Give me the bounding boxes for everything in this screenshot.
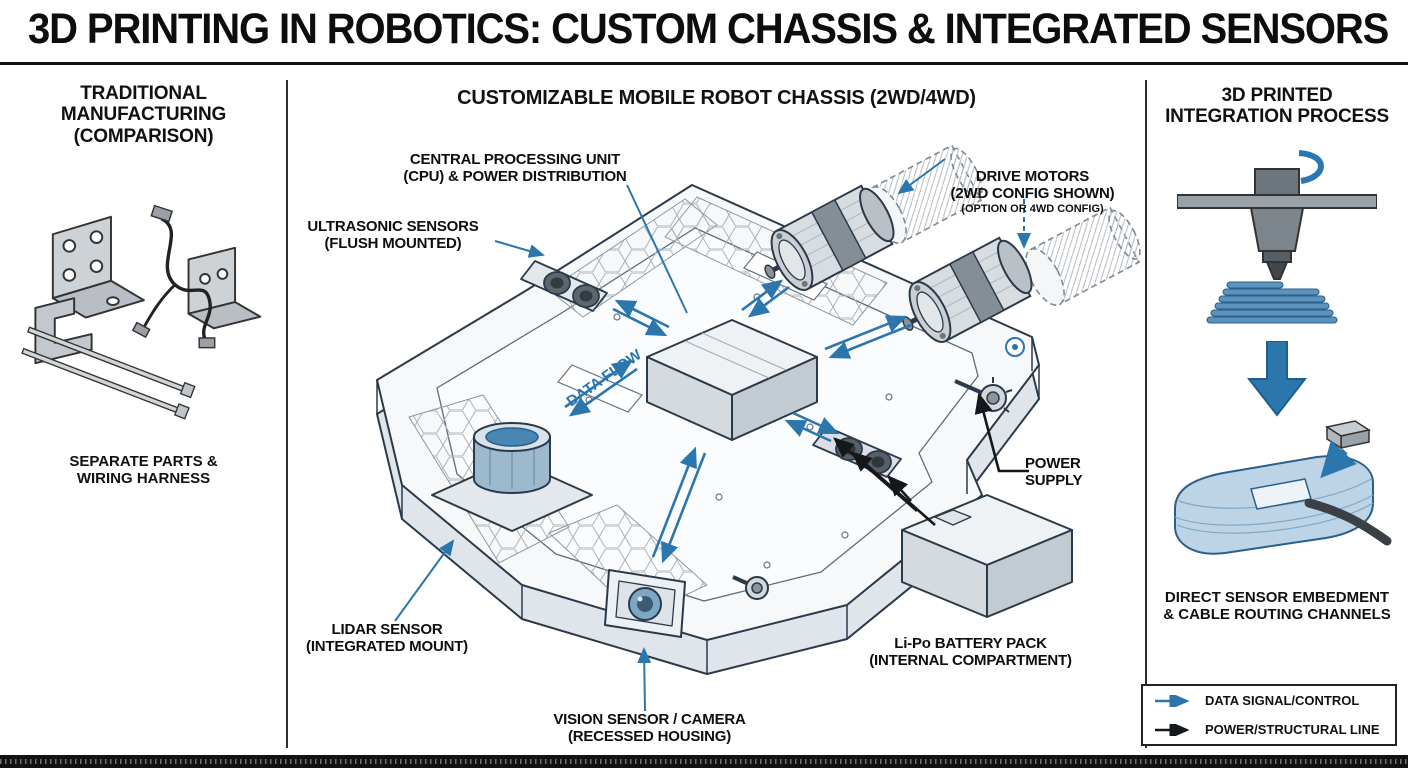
data-signal-arrow-icon <box>1155 694 1190 707</box>
metal-bracket-small <box>187 246 262 330</box>
power-arrows <box>833 392 1029 526</box>
cpu-module <box>646 319 818 441</box>
traditional-parts-illustration <box>21 204 262 420</box>
chassis-illustration: DATA FLOW <box>376 139 1146 712</box>
left-panel-heading: TRADITIONAL MANUFACTURING (COMPARISON) <box>60 83 227 147</box>
printed-part <box>1174 455 1374 555</box>
legend-box: DATA SIGNAL/CONTROL POWER/STRUCTURAL LIN… <box>1141 684 1397 746</box>
robot-chassis-panel: CUSTOMIZABLE MOBILE ROBOT CHASSIS (2WD/4… <box>287 65 1146 756</box>
panel-divider-left <box>286 80 288 748</box>
panel-divider-right <box>1145 80 1147 748</box>
battery-label: Li-Po BATTERY PACK (INTERNAL COMPARTMENT… <box>869 635 1072 670</box>
drive-motors-label: DRIVE MOTORS (2WD CONFIG SHOWN) (OPTION … <box>930 151 1135 233</box>
legend-item-data-signal: DATA SIGNAL/CONTROL <box>1153 693 1385 708</box>
insert-arrow <box>1320 440 1357 479</box>
power-line-arrow-icon <box>1155 723 1190 736</box>
legend-label-data-signal: DATA SIGNAL/CONTROL <box>1205 693 1360 708</box>
vision-label: VISION SENSOR / CAMERA (RECESSED HOUSING… <box>553 711 746 746</box>
wiring-harness <box>131 204 216 349</box>
legend-item-power-line: POWER/STRUCTURAL LINE <box>1153 722 1385 737</box>
cpu-label: CENTRAL PROCESSING UNIT (CPU) & POWER DI… <box>403 151 627 186</box>
legend-label-power-line: POWER/STRUCTURAL LINE <box>1205 722 1380 737</box>
camera-module <box>604 569 686 638</box>
right-panel-caption: DIRECT SENSOR EMBEDMENT & CABLE ROUTING … <box>1163 589 1391 624</box>
metal-bracket-large <box>51 215 145 319</box>
traditional-manufacturing-panel: TRADITIONAL MANUFACTURING (COMPARISON) <box>0 65 287 756</box>
printer-illustration <box>1177 150 1377 324</box>
process-down-arrow-icon <box>1246 341 1308 417</box>
drive-motors-label-option: (OPTION OR 4WD CONFIG) <box>961 203 1104 216</box>
footer-strip <box>0 755 1408 768</box>
cable-ties <box>21 326 196 420</box>
center-panel-heading: CUSTOMIZABLE MOBILE ROBOT CHASSIS (2WD/4… <box>457 87 976 109</box>
embedded-sensor <box>1325 420 1371 450</box>
data-signal-arrows <box>564 279 912 564</box>
battery-pack <box>901 494 1073 618</box>
ultrasonic-sensor-front <box>520 260 608 312</box>
right-panel-heading: 3D PRINTED INTEGRATION PROCESS <box>1165 85 1389 128</box>
lidar-module <box>431 422 593 532</box>
sensor-embedment-illustration <box>1174 420 1392 555</box>
page-title: 3D PRINTING IN ROBOTICS: CUSTOM CHASSIS … <box>28 5 1389 53</box>
filament-tube <box>1298 150 1324 184</box>
ultrasonic-label: ULTRASONIC SENSORS (FLUSH MOUNTED) <box>307 218 479 253</box>
printer-gantry <box>1177 168 1377 209</box>
lidar-label: LIDAR SENSOR (INTEGRATED MOUNT) <box>306 621 468 656</box>
label-leader-lines <box>394 158 1031 712</box>
routed-cable <box>1304 498 1392 546</box>
drive-motors-label-main: DRIVE MOTORS (2WD CONFIG SHOWN) <box>950 168 1115 203</box>
power-supply-label: POWER SUPPLY <box>1025 455 1083 490</box>
title-rule <box>0 62 1408 65</box>
integration-process-panel: 3D PRINTED INTEGRATION PROCESS <box>1146 65 1408 756</box>
drive-shaft-front <box>732 575 769 600</box>
printed-layers <box>1206 281 1338 324</box>
left-panel-caption: SEPARATE PARTS & WIRING HARNESS <box>69 453 218 488</box>
printer-extruder <box>1249 207 1305 280</box>
